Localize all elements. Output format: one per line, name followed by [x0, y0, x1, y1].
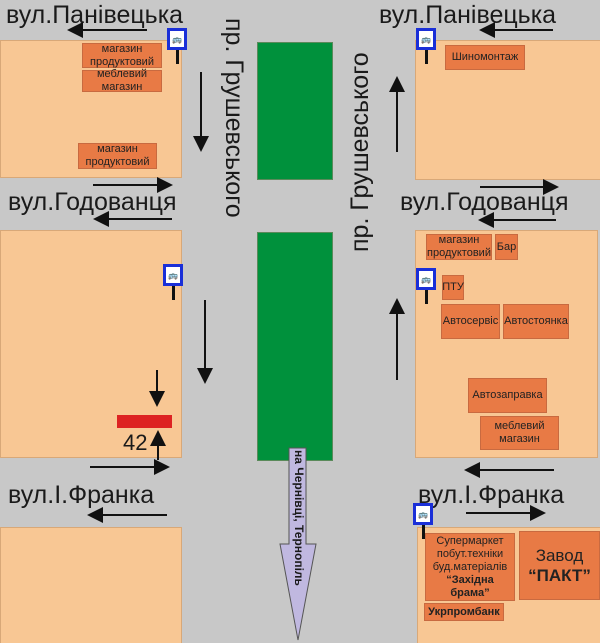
shop-line: “Західна брама” — [446, 573, 494, 599]
shop-line: Завод — [535, 545, 584, 565]
street-label-panivetska: вул.Панівецька — [379, 1, 557, 29]
park-median-top — [257, 42, 333, 180]
bus-stop-icon: 🚌 — [416, 268, 436, 308]
direction-arrow-south — [279, 447, 317, 641]
bus-stop-icon: 🚌 — [413, 503, 433, 543]
bus-stop-icon: 🚌 — [167, 28, 187, 68]
block-bottom-left — [0, 527, 182, 643]
street-label-panivetska: вул.Панівецька — [6, 1, 184, 29]
house-number: 42 — [123, 430, 148, 455]
shop-line: буд.матеріалів — [432, 560, 508, 573]
street-label-hodovantsia: вул.Годованця — [400, 188, 569, 216]
street-label-franka: вул.І.Франка — [8, 481, 155, 509]
street-label-hodovantsia: вул.Годованця — [8, 188, 177, 216]
shop-grocery: магазин продуктовий — [82, 43, 162, 68]
bus-stop-icon: 🚌 — [163, 264, 183, 304]
shop-grocery: магазин продуктовий — [78, 143, 157, 169]
shop-line: побут.техніки — [436, 547, 504, 560]
shop-parking: Автостоянка — [503, 304, 569, 339]
shop-bar: Бар — [495, 234, 518, 260]
destination-marker — [117, 415, 172, 428]
shop-tire-service: Шиномонтаж — [445, 45, 525, 70]
bus-stop-icon: 🚌 — [416, 28, 436, 68]
factory-pakt: Завод “ПАКТ” — [519, 531, 600, 600]
shop-vocational-school: ПТУ — [442, 275, 464, 300]
shop-gas-station: Автозаправка — [468, 378, 547, 413]
shop-car-service: Автосервіс — [441, 304, 500, 339]
shop-furniture: меблевий магазин — [480, 416, 559, 450]
direction-label: на Чернівці, Тернопіль — [292, 450, 306, 586]
shop-line: “ПАКТ” — [528, 565, 591, 585]
shop-line: Супермаркет — [436, 534, 504, 547]
street-label-franka: вул.І.Франка — [418, 481, 565, 509]
shop-furniture: меблевий магазин — [82, 68, 162, 93]
shop-grocery: магазин продуктовий — [426, 234, 492, 260]
shop-supermarket: Супермаркет побут.техніки буд.матеріалів… — [425, 533, 515, 601]
park-median-bottom — [257, 232, 333, 461]
bank-ukrprombank: Укрпромбанк — [424, 603, 504, 621]
